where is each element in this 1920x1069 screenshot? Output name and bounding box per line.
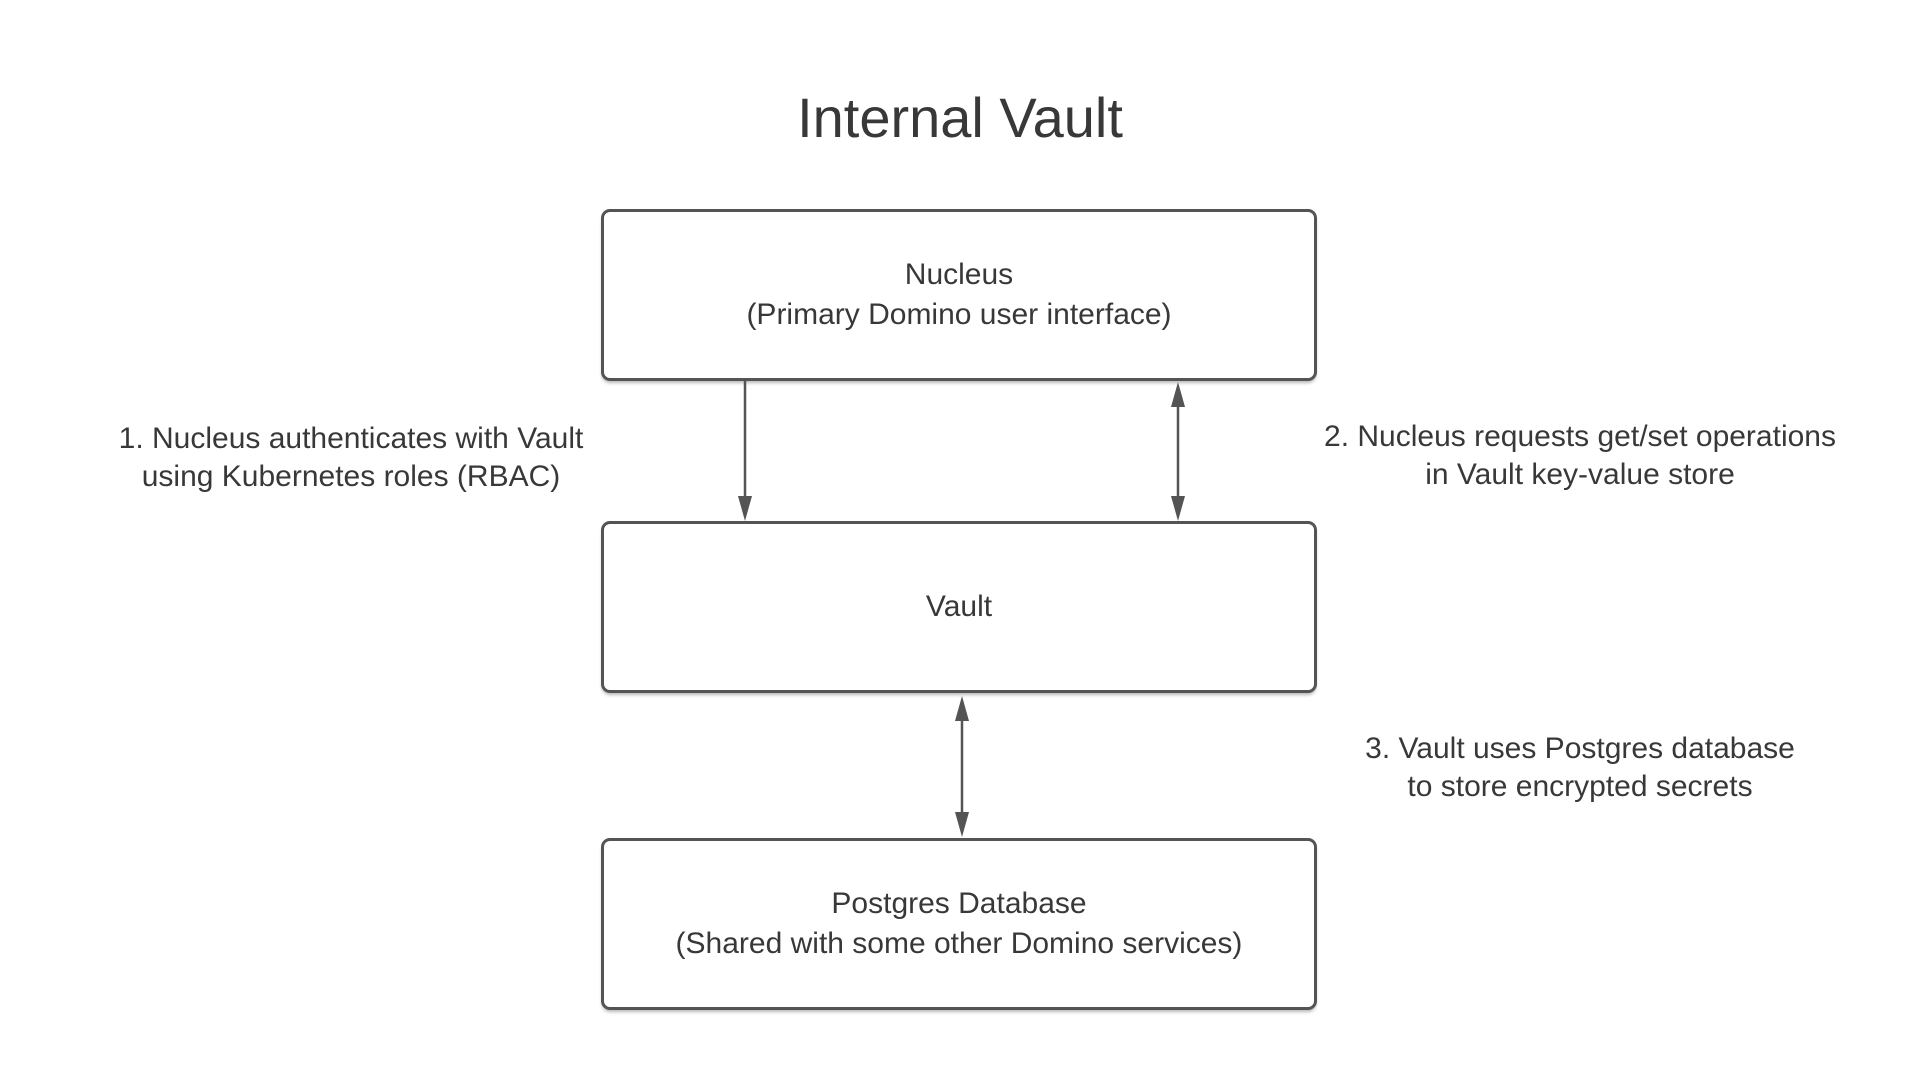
annotation-step-2-line-2: in Vault key-value store: [1425, 458, 1735, 491]
annotation-step-1: 1. Nucleus authenticates with Vault usin…: [51, 420, 651, 496]
annotation-step-2-line-1: 2. Nucleus requests get/set operations: [1324, 420, 1836, 453]
arrow-vault-postgres-bidirectional-icon: [955, 696, 969, 837]
annotation-step-3-line-1: 3. Vault uses Postgres database: [1365, 732, 1795, 765]
node-nucleus-sublabel: (Primary Domino user interface): [746, 298, 1172, 331]
annotation-step-1-line-1: 1. Nucleus authenticates with Vault: [118, 422, 584, 455]
annotation-step-1-line-2: using Kubernetes roles (RBAC): [141, 460, 561, 493]
node-vault: Vault: [601, 521, 1317, 693]
annotation-step-3: 3. Vault uses Postgres database to store…: [1280, 730, 1880, 806]
node-nucleus-label: Nucleus: [904, 258, 1014, 291]
node-nucleus: Nucleus (Primary Domino user interface): [601, 209, 1317, 381]
annotation-step-2: 2. Nucleus requests get/set operations i…: [1280, 418, 1880, 494]
arrow-nucleus-vault-bidirectional-icon: [1171, 382, 1185, 521]
arrow-nucleus-to-vault-icon: [738, 381, 752, 521]
node-postgres-label: Postgres Database: [831, 887, 1087, 920]
annotation-step-3-line-2: to store encrypted secrets: [1407, 770, 1753, 803]
diagram-title: Internal Vault: [797, 86, 1123, 149]
node-postgres: Postgres Database (Shared with some othe…: [601, 838, 1317, 1010]
node-vault-label: Vault: [925, 590, 993, 623]
node-postgres-sublabel: (Shared with some other Domino services): [675, 927, 1243, 960]
